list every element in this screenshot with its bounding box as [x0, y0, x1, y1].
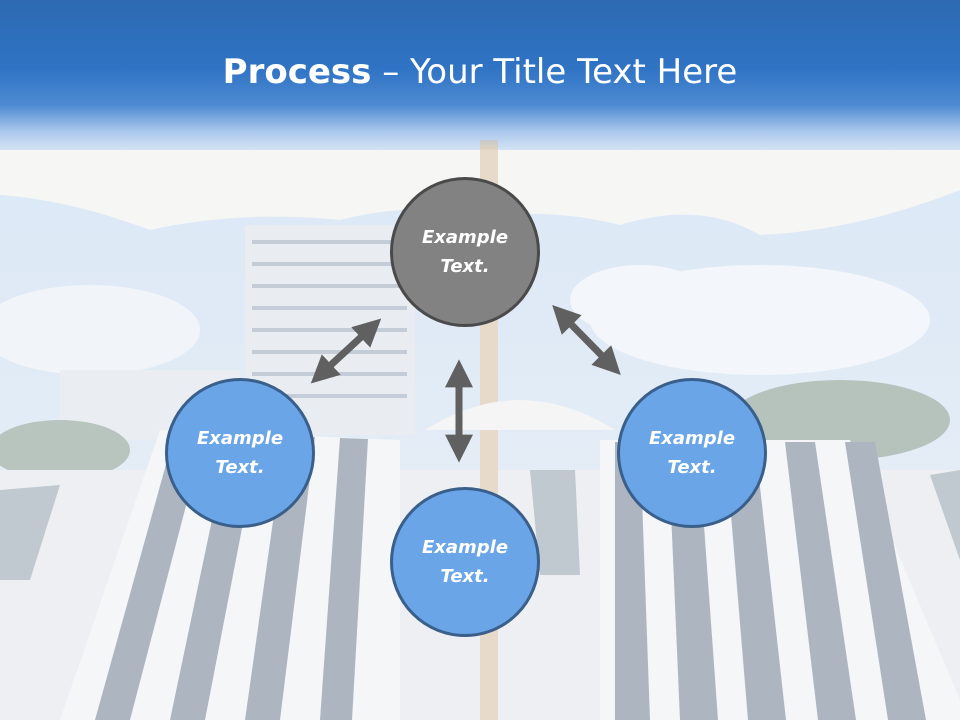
- arrow-top-right: [552, 305, 621, 375]
- title-banner: Process – Your Title Text Here: [0, 0, 960, 150]
- title-separator: –: [371, 52, 411, 92]
- arrow-top-left: [310, 318, 382, 384]
- title-rest: Your Title Text Here: [410, 52, 738, 92]
- title-bold: Process: [222, 52, 372, 92]
- slide-title: Process – Your Title Text Here: [0, 52, 960, 92]
